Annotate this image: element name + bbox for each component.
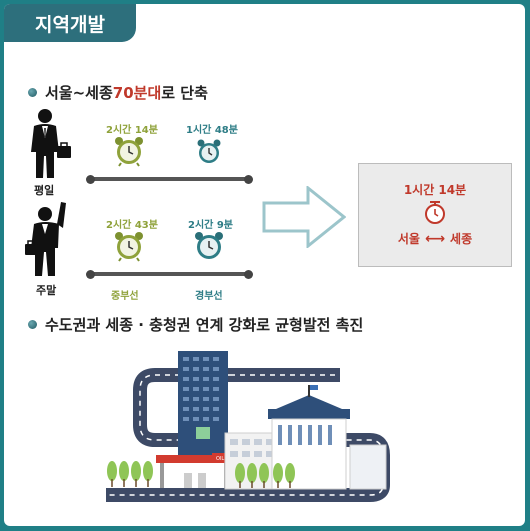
weekday-label: 평일: [34, 184, 55, 197]
section1-prefix: 서울~세종: [45, 84, 113, 102]
weekday-time-teal: 1시간 48분: [186, 125, 238, 136]
result-from: 서울: [397, 232, 420, 246]
clock-icon: [115, 137, 143, 167]
clock-icon: [197, 139, 221, 163]
section2-heading: 수도권과 세종 · 충청권 연계 강화로 균형발전 촉진: [28, 314, 363, 335]
section1-suffix: 로 단축: [161, 84, 208, 102]
track-end-dot: [244, 270, 253, 279]
city-road-illustration: OIL: [106, 351, 390, 502]
section2-text: 수도권과 세종 · 충청권 연계 강화로 균형발전 촉진: [45, 316, 364, 334]
alarm-clock-icon: [425, 201, 445, 224]
double-arrow-icon: ⟷: [424, 230, 446, 247]
track-start-dot: [86, 175, 95, 184]
weekend-time-teal: 2시간 9분: [188, 220, 233, 231]
header-title: 지역개발: [4, 4, 136, 42]
businessman-icon: [31, 109, 71, 178]
right-arrow-icon: [262, 186, 346, 248]
route-teal-label: 경부선: [195, 291, 223, 302]
bullet-icon: [28, 320, 37, 329]
weekday-time-green: 2시간 14분: [106, 125, 158, 136]
result-time: 1시간 14분: [403, 183, 467, 197]
result-cities: 서울 ⟷ 세종: [359, 230, 511, 247]
track-start-dot: [86, 270, 95, 279]
result-to: 세종: [450, 232, 473, 246]
clock-icon: [115, 232, 143, 262]
weekend-track: [91, 272, 249, 276]
weekend-time-green: 2시간 43분: [106, 220, 158, 231]
weekday-track: [91, 177, 249, 181]
waving-man-icon: [25, 202, 66, 276]
gas-sign: OIL: [216, 456, 224, 462]
track-end-dot: [244, 175, 253, 184]
clock-icon: [195, 232, 223, 259]
weekend-label: 주말: [36, 284, 57, 297]
bullet-icon: [28, 88, 37, 97]
result-box: 1시간 14분 서울 ⟷ 세종: [358, 163, 512, 267]
section1-accent: 70분대: [112, 84, 162, 102]
route-green-label: 중부선: [111, 291, 139, 302]
